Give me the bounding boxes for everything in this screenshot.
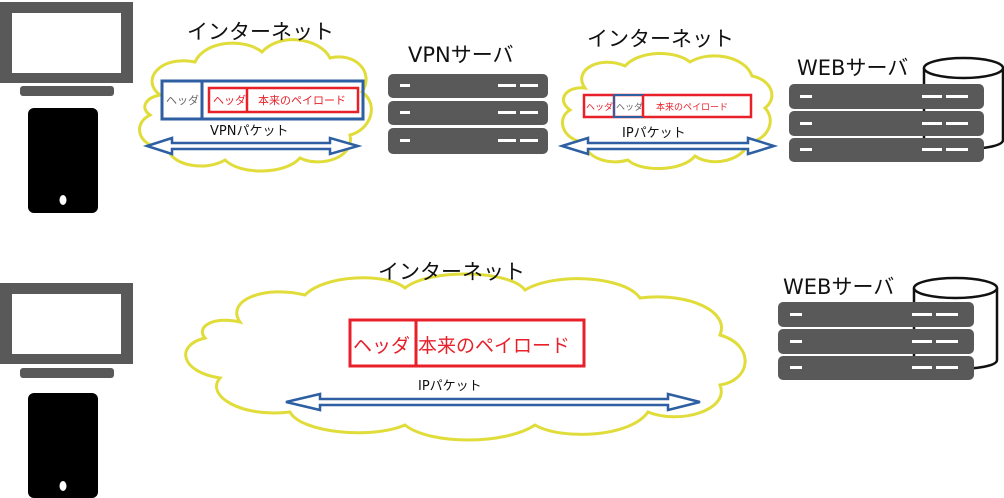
internet-label-left: インターネット — [187, 20, 334, 44]
ip-packet-label-top: IPパケット — [622, 126, 686, 141]
vpn-packet — [160, 79, 365, 121]
web-server-indicators-top — [800, 95, 968, 151]
payload-text: 本来のペイロード — [258, 93, 346, 107]
vpn-packet-label: VPNパケット — [210, 124, 288, 139]
server-rack-icon — [789, 84, 984, 162]
smartphone-icon — [28, 108, 98, 213]
vpn-server-label: VPNサーバ — [408, 43, 514, 67]
web-server-label-bottom: WEBサーバ — [783, 275, 894, 299]
bottom-header-text: ヘッダ — [353, 335, 410, 357]
inner-header-text: ヘッダ — [213, 93, 246, 107]
vpn-server-indicators — [400, 84, 538, 142]
server-rack-icon — [388, 74, 548, 154]
web-server-indicators-bottom — [790, 313, 958, 369]
right-inner-header-text: ヘッダ — [616, 101, 643, 113]
ip-packet-arrow-bottom — [285, 392, 701, 412]
ip-packet-bottom — [348, 318, 586, 368]
internet-label-right: インターネット — [587, 27, 734, 51]
monitor-icon — [0, 283, 133, 378]
server-rack-icon — [778, 302, 974, 380]
vpn-header-text: ヘッダ — [166, 93, 199, 107]
bottom-payload-text: 本来のペイロード — [418, 335, 570, 357]
web-server-label-top: WEBサーバ — [797, 56, 908, 80]
vpn-packet-arrow — [142, 136, 363, 156]
ip-packet-top — [582, 93, 753, 119]
right-payload-text: 本来のペイロード — [656, 101, 728, 113]
right-vpn-header-text: ヘッダ — [586, 101, 613, 113]
smartphone-icon — [28, 393, 98, 498]
ip-packet-arrow-top — [557, 136, 779, 156]
internet-label-bottom: インターネット — [378, 260, 525, 284]
ip-packet-label-bottom: IPパケット — [418, 379, 482, 394]
monitor-icon — [0, 2, 133, 96]
